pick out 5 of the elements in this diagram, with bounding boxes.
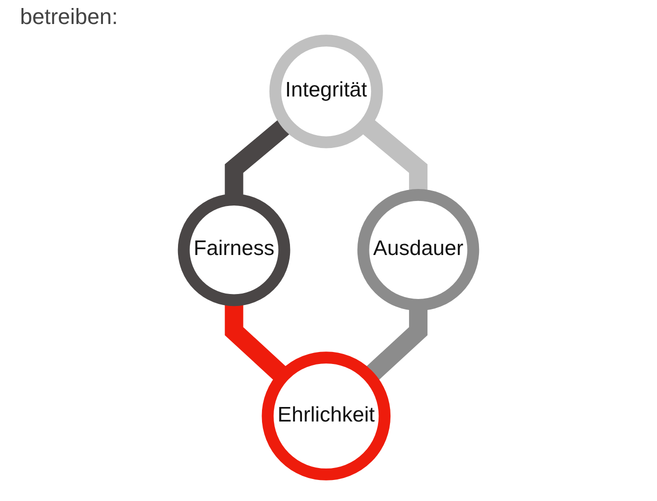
node-circle: Ausdauer	[357, 189, 480, 311]
node-circle: Fairness	[178, 194, 290, 306]
node-circle: Integrität	[269, 34, 383, 148]
intro-text: betreiben:	[20, 4, 118, 30]
node-circle: Ehrlichkeit	[262, 352, 391, 480]
